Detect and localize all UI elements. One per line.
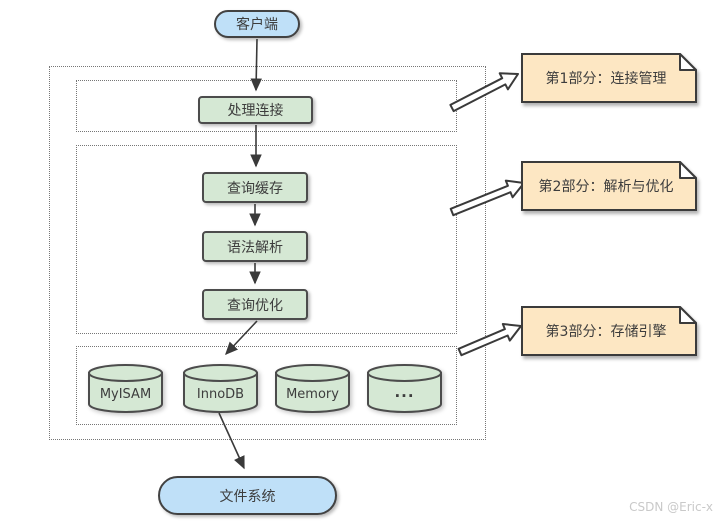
- syntax-parse-box: 语法解析: [202, 231, 308, 262]
- note-part1: 第1部分：连接管理: [521, 53, 697, 103]
- note-shape: [521, 161, 697, 211]
- note-shape: [521, 53, 697, 103]
- engine-label: ...: [394, 383, 415, 401]
- engine-label: MyISAM: [99, 387, 152, 402]
- note-shape: [521, 306, 697, 356]
- note-part2: 第2部分：解析与优化: [521, 161, 697, 211]
- query-cache-box: 查询缓存: [202, 172, 308, 203]
- engine-label: Memory: [286, 387, 339, 402]
- engine-cylinder-others: ...: [367, 363, 442, 413]
- note-label: 第3部分：存储引擎: [545, 324, 667, 340]
- cylinder-icon: [275, 364, 350, 413]
- server-outer-container: [49, 66, 486, 440]
- note-label: 第2部分：解析与优化: [538, 179, 674, 195]
- engine-cylinder-memory: Memory: [275, 363, 350, 413]
- note-part3: 第3部分：存储引擎: [521, 306, 697, 356]
- client-node: 客户端: [214, 10, 300, 38]
- csdn-watermark: CSDN @Eric-x: [629, 500, 713, 514]
- parse-optimize-section-container: [76, 145, 457, 334]
- handle-connection-box: 处理连接: [198, 96, 313, 124]
- cylinder-icon: [367, 364, 442, 413]
- engine-cylinder-myisam: MyISAM: [88, 363, 163, 413]
- cylinder-icon: [183, 364, 258, 413]
- engine-cylinder-innodb: InnoDB: [183, 363, 258, 413]
- query-optimize-box: 查询优化: [202, 289, 308, 320]
- storage-engine-section-container: [76, 346, 457, 425]
- file-system-node: 文件系统: [158, 476, 337, 515]
- note-label: 第1部分：连接管理: [545, 71, 667, 87]
- engine-label: InnoDB: [196, 387, 245, 402]
- cylinder-icon: [88, 364, 163, 413]
